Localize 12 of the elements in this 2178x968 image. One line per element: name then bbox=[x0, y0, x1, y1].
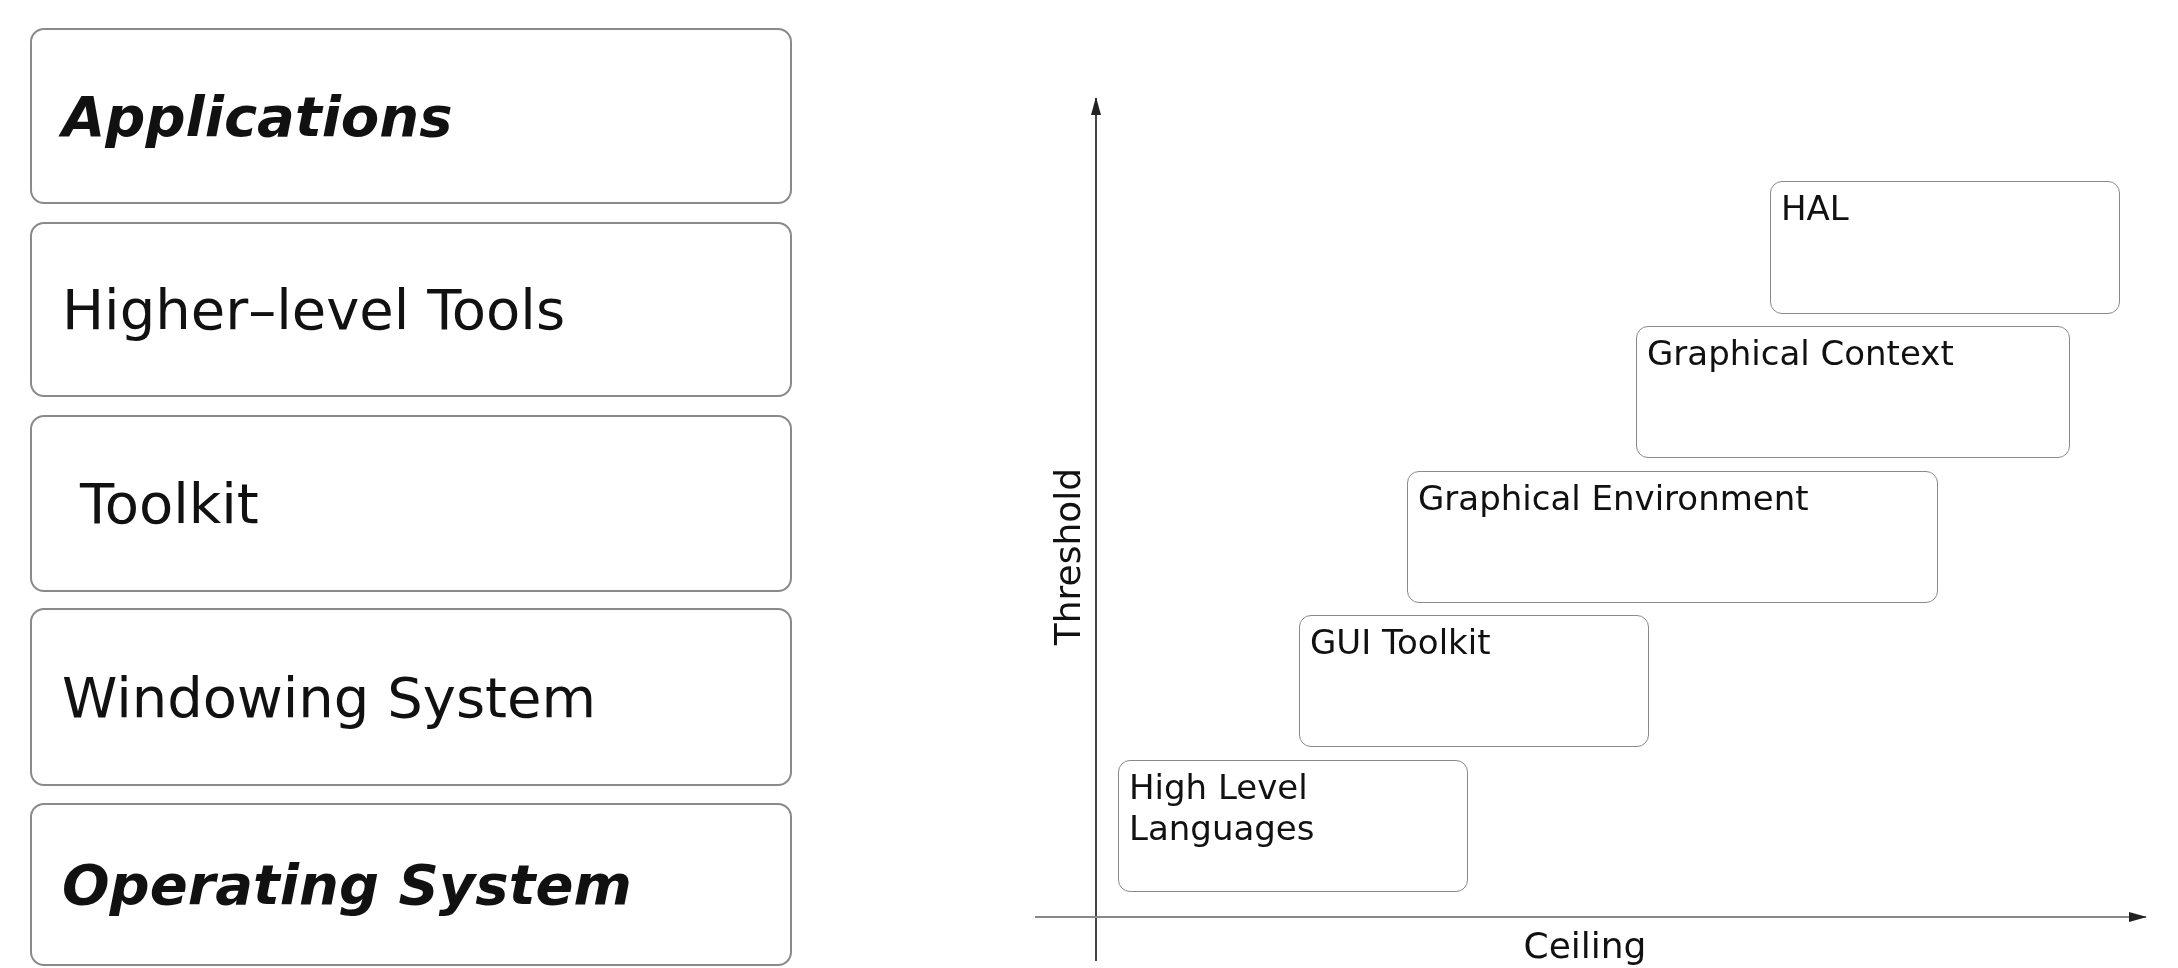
axis-label: Threshold bbox=[1046, 467, 1088, 645]
component-box: GUI Toolkit bbox=[1299, 615, 1649, 747]
layer-box: Operating System bbox=[30, 803, 792, 966]
component-box: High Level Languages bbox=[1118, 760, 1468, 892]
layer-box: Windowing System bbox=[30, 608, 792, 786]
component-box: Graphical Context bbox=[1636, 326, 2070, 458]
component-box: Graphical Environment bbox=[1407, 471, 1938, 603]
layer-box: Toolkit bbox=[30, 415, 792, 592]
layer-box: Higher–level Tools bbox=[30, 222, 792, 397]
axis-label: Ceiling bbox=[1523, 924, 1647, 966]
layer-box: Applications bbox=[30, 28, 792, 204]
component-box: HAL bbox=[1770, 181, 2120, 314]
